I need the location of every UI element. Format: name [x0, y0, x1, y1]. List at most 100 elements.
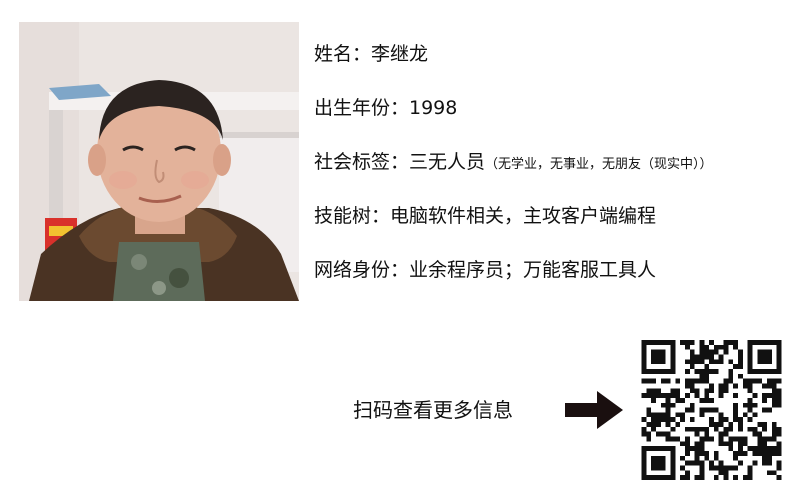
qr-module — [728, 340, 734, 345]
qr-module — [665, 397, 671, 403]
qr-module — [646, 412, 652, 418]
qr-module — [665, 446, 671, 452]
qr-module — [776, 431, 782, 437]
qr-module — [704, 393, 710, 398]
qr-module — [651, 349, 656, 355]
qr-module — [757, 441, 763, 447]
qr-module — [723, 383, 729, 389]
qr-module — [689, 417, 695, 423]
qr-module — [660, 446, 666, 452]
qr-module — [651, 475, 656, 480]
qr-module — [728, 465, 734, 471]
qr-module — [675, 397, 681, 403]
scan-prompt: 扫码查看更多信息 — [353, 398, 513, 422]
qr-module — [747, 446, 753, 452]
qr-module — [660, 368, 666, 374]
social-tags-line: 社会标签：三无人员（无学业，无事业，无朋友（现实中）） — [314, 146, 800, 200]
qr-module — [660, 465, 666, 471]
qr-module — [699, 470, 705, 476]
qr-module — [670, 417, 676, 423]
qr-module — [694, 475, 700, 480]
qr-module — [718, 383, 724, 389]
qr-module — [689, 378, 695, 384]
qr-module — [655, 412, 661, 418]
qr-module — [776, 349, 782, 355]
qr-module — [655, 431, 661, 437]
qr-module — [767, 340, 772, 345]
qr-module — [762, 354, 768, 360]
qr-module — [771, 422, 777, 427]
qr-module — [680, 340, 685, 345]
qr-module — [742, 441, 748, 447]
qr-module — [694, 446, 700, 452]
qr-module — [670, 475, 676, 480]
qr-module — [752, 460, 758, 466]
qr-module — [641, 426, 647, 432]
qr-module — [747, 364, 753, 369]
qr-module — [704, 436, 710, 442]
qr-module — [771, 436, 777, 442]
qr-module — [752, 402, 758, 408]
qr-module — [718, 465, 724, 471]
qr-module — [776, 354, 782, 360]
qr-module — [699, 344, 705, 350]
qr-module — [728, 436, 734, 442]
qr-module — [738, 436, 743, 442]
qr-module — [665, 422, 671, 427]
qr-module — [646, 446, 652, 452]
qr-module — [704, 349, 710, 355]
qr-module — [762, 422, 768, 427]
qr-module — [651, 393, 656, 398]
qr-module — [733, 383, 739, 389]
qr-module — [747, 354, 753, 360]
qr-module — [757, 340, 763, 345]
qr-module — [733, 455, 739, 461]
qr-module — [699, 412, 705, 418]
qr-module — [723, 475, 729, 480]
qr-module — [684, 407, 690, 413]
qr-module — [776, 397, 782, 403]
qr-module — [641, 364, 647, 369]
qr-module — [762, 426, 768, 432]
qr-module — [728, 426, 734, 432]
qr-module — [694, 378, 700, 384]
qr-module — [655, 393, 661, 398]
qr-module — [767, 470, 772, 476]
qr-code-icon[interactable] — [640, 340, 783, 480]
qr-module — [665, 431, 671, 437]
qr-module — [680, 455, 685, 461]
social-tags-text: 社会标签：三无人员 — [314, 151, 486, 173]
qr-module — [651, 460, 656, 466]
qr-module — [689, 349, 695, 355]
qr-module — [733, 344, 739, 350]
qr-module — [723, 470, 729, 476]
qr-module — [651, 368, 656, 374]
qr-module — [733, 417, 739, 423]
qr-module — [670, 470, 676, 476]
qr-module — [689, 340, 695, 345]
qr-module — [733, 475, 739, 480]
qr-module — [747, 340, 753, 345]
qr-module — [718, 412, 724, 418]
qr-module — [655, 475, 661, 480]
qr-module — [689, 388, 695, 394]
qr-module — [738, 417, 743, 423]
qr-module — [641, 340, 647, 345]
qr-module — [641, 368, 647, 374]
qr-module — [733, 364, 739, 369]
qr-module — [776, 451, 782, 456]
qr-module — [665, 475, 671, 480]
qr-module — [771, 426, 777, 432]
qr-module — [757, 368, 763, 374]
qr-module — [728, 378, 734, 384]
qr-module — [655, 354, 661, 360]
qr-module — [771, 470, 777, 476]
qr-module — [689, 460, 695, 466]
qr-module — [699, 446, 705, 452]
qr-module — [704, 451, 710, 456]
qr-module — [684, 368, 690, 374]
qr-module — [713, 422, 719, 427]
qr-module — [776, 460, 782, 466]
qr-module — [665, 368, 671, 374]
qr-module — [660, 349, 666, 355]
